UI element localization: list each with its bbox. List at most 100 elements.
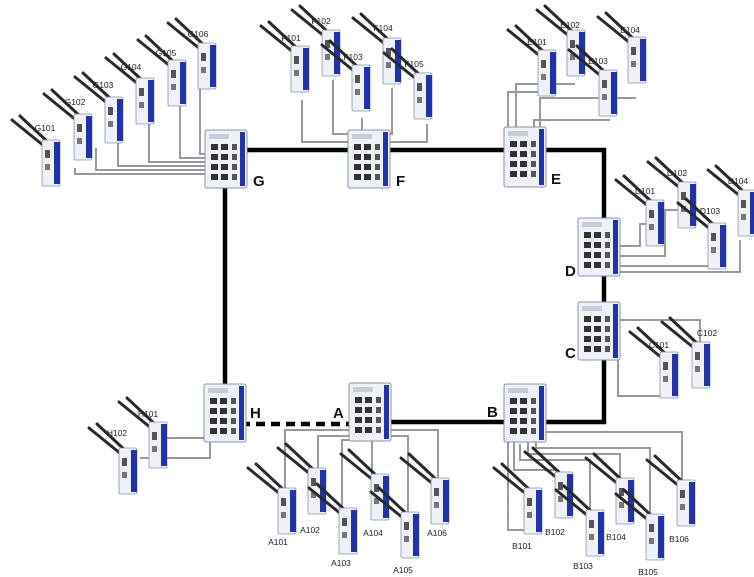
antenna-icon (531, 446, 565, 478)
switch-port (375, 144, 380, 150)
switch-top-panel (209, 134, 229, 139)
access-point-port (108, 121, 113, 127)
access-point-port (311, 492, 316, 498)
access-point-a101[interactable]: A101 (246, 462, 297, 547)
access-point-f103[interactable]: F103 (320, 39, 371, 112)
switch-b[interactable]: B (487, 383, 547, 443)
access-point-d103[interactable]: D103 (676, 197, 727, 270)
access-point-b103[interactable]: B103 (554, 484, 605, 571)
access-point-f101[interactable]: F101 (259, 20, 310, 93)
switch-port (605, 336, 610, 342)
access-point-a103[interactable]: A103 (307, 482, 358, 568)
access-point-side-stripe (443, 480, 449, 522)
access-point-f104[interactable]: F104 (351, 12, 402, 85)
switch-port (231, 418, 236, 424)
access-point-f105[interactable]: F105 (382, 47, 433, 120)
antenna-icon (382, 51, 418, 81)
access-point-b105[interactable]: B105 (614, 488, 665, 577)
antenna-icon (500, 462, 534, 494)
access-point-g101[interactable]: G101 (10, 114, 61, 187)
switch-port (364, 174, 371, 180)
antenna-icon (320, 43, 356, 73)
access-point-d104[interactable]: D104 (706, 164, 754, 237)
access-point-port (152, 432, 157, 440)
switch-a[interactable]: A (333, 382, 392, 442)
switch-port (510, 418, 517, 424)
switch-port (376, 397, 381, 403)
switch-c[interactable]: C (565, 301, 621, 362)
access-point-g104[interactable]: G104 (104, 52, 155, 125)
switch-d[interactable]: D (565, 217, 621, 280)
access-point-port (139, 88, 144, 96)
access-point-b101[interactable]: B101 (492, 462, 543, 551)
access-point-side-stripe (567, 474, 573, 516)
access-point-label: E101 (527, 37, 547, 47)
switch-port (510, 428, 517, 434)
access-point-a106[interactable]: A106 (399, 452, 450, 538)
access-link-f105 (382, 124, 428, 143)
access-point-e101[interactable]: E101 (506, 24, 557, 97)
access-point-d101[interactable]: D101 (614, 174, 665, 247)
access-point-e103[interactable]: E103 (567, 44, 618, 117)
access-point-side-stripe (704, 344, 710, 386)
switch-port (605, 316, 610, 322)
access-point-label: D103 (700, 206, 721, 216)
access-point-g105[interactable]: G105 (136, 34, 187, 107)
access-point-side-stripe (303, 48, 309, 90)
access-point-port (311, 478, 316, 486)
access-point-c102[interactable]: C102 (660, 316, 717, 389)
switch-port (520, 161, 527, 167)
access-point-g103[interactable]: G103 (73, 71, 124, 144)
access-link-f101 (301, 100, 353, 143)
access-point-side-stripe (54, 142, 60, 184)
access-point-e102[interactable]: E102 (535, 4, 586, 77)
access-point-h102[interactable]: H102 (87, 422, 138, 495)
access-point-h101[interactable]: H101 (117, 396, 168, 469)
switch-port (531, 171, 536, 177)
access-point-side-stripe (611, 72, 617, 114)
switch-port (531, 408, 536, 414)
access-point-c101[interactable]: C101 (628, 326, 679, 399)
antenna-icon (254, 462, 288, 494)
access-point-side-stripe (413, 514, 419, 556)
access-point-port (281, 512, 286, 518)
access-point-side-stripe (689, 482, 695, 524)
access-point-b106[interactable]: B106 (645, 454, 696, 544)
switch-h[interactable]: H (203, 383, 261, 443)
switch-g[interactable]: G (204, 129, 265, 190)
access-point-port (681, 192, 686, 200)
switch-port (531, 161, 536, 167)
access-point-d102[interactable]: D102 (646, 156, 697, 229)
access-point-port (342, 532, 347, 538)
switch-port (211, 154, 218, 160)
access-point-port (602, 80, 607, 88)
access-point-label: D102 (667, 168, 688, 178)
access-point-port (355, 75, 360, 83)
switch-e[interactable]: E (503, 126, 561, 188)
access-point-e104[interactable]: E104 (596, 11, 647, 84)
access-point-label: G102 (65, 97, 86, 107)
antenna-icon (81, 71, 115, 103)
antenna-icon (104, 56, 140, 86)
antenna-icon (298, 4, 332, 36)
access-point-side-stripe (364, 67, 370, 109)
access-point-a105[interactable]: A105 (369, 486, 420, 575)
access-point-side-stripe (210, 45, 216, 87)
switch-port (520, 428, 527, 434)
switch-f[interactable]: F (347, 129, 405, 190)
switch-port (220, 408, 227, 414)
switch-port (584, 336, 591, 342)
access-point-label: D101 (635, 186, 656, 196)
access-link-a106 (386, 429, 439, 480)
access-point-port (434, 502, 439, 508)
access-point-label: E103 (588, 56, 608, 66)
access-point-g106[interactable]: G106 (166, 17, 217, 90)
access-point-side-stripe (395, 40, 401, 82)
switch-top-panel (353, 387, 373, 392)
switch-port (220, 398, 227, 404)
access-point-port (434, 488, 439, 496)
access-point-a104[interactable]: A104 (339, 448, 390, 538)
switch-top-panel (582, 222, 602, 227)
access-point-g102[interactable]: G102 (42, 88, 93, 161)
